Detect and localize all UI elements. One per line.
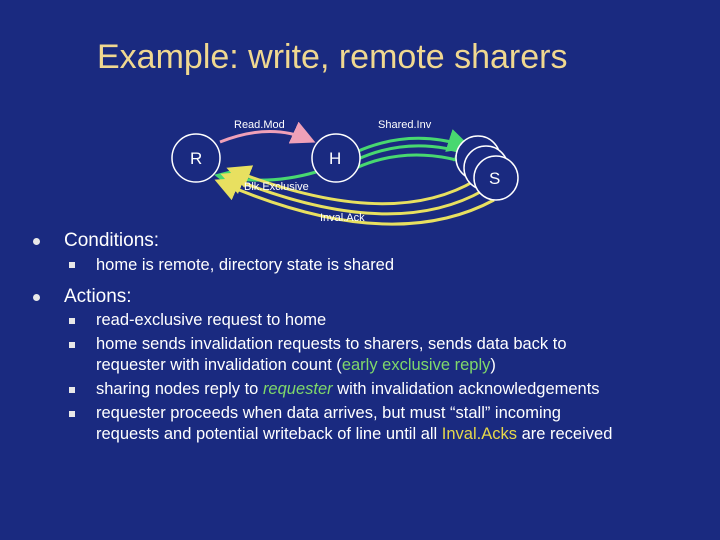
- inval-ack-arrow-2: [220, 171, 485, 216]
- actions-item-2-close: ): [490, 356, 496, 374]
- sharer-node-3: S: [473, 155, 519, 201]
- home-node: H: [311, 133, 361, 183]
- actions-item-4-line-1: requester proceeds when data arrives, bu…: [96, 404, 561, 422]
- bullet-square: [69, 318, 75, 324]
- actions-item-2-line-2: requester with invalidation count (early…: [96, 355, 496, 376]
- bullet-square: [69, 342, 75, 348]
- bullet-square: [69, 411, 75, 417]
- bullet-dot-conditions: [33, 238, 40, 245]
- actions-item-3-rest: with invalidation acknowledgements: [332, 380, 600, 398]
- actions-item-1: read-exclusive request to home: [96, 311, 327, 329]
- actions-heading: Actions:: [64, 286, 132, 307]
- early-exclusive-reply-highlight: early exclusive reply: [341, 356, 491, 374]
- actions-item-3: sharing nodes reply to requester with in…: [96, 379, 600, 400]
- requester-highlight: requester: [262, 380, 333, 398]
- actions-item-4-text: requests and potential writeback of line…: [96, 425, 442, 443]
- inval-acks-highlight: Inval.Acks: [441, 425, 517, 443]
- conditions-heading: Conditions:: [64, 230, 160, 251]
- bullet-dot-actions: [33, 294, 40, 301]
- actions-item-3-text: sharing nodes reply to: [96, 380, 263, 398]
- actions-item-4-line-2: requests and potential writeback of line…: [96, 424, 612, 445]
- read-mod-label: Read.Mod: [234, 119, 285, 131]
- inval-ack-arrow-1: [226, 165, 477, 206]
- svg-text:R: R: [190, 149, 202, 168]
- shared-inv-label: Shared.Inv: [378, 119, 432, 131]
- svg-text:H: H: [329, 149, 341, 168]
- inval-ack-arrow-3: [214, 178, 495, 226]
- requester-node: R: [171, 133, 221, 183]
- conditions-item: home is remote, directory state is share…: [96, 256, 395, 274]
- bullet-square: [69, 262, 75, 268]
- bullet-square: [69, 387, 75, 393]
- read-mod-arrow: [219, 121, 316, 144]
- actions-item-2-text: requester with invalidation count (: [96, 356, 342, 374]
- coherence-diagram: R H S S S Read.Mod Shared.Inv Blk.Exclus…: [171, 119, 519, 226]
- svg-text:S: S: [489, 169, 500, 188]
- inval-ack-label: Inval.Ack: [320, 212, 365, 224]
- actions-item-4-rest: are received: [517, 425, 613, 443]
- slide-title: Example: write, remote sharers: [97, 38, 568, 76]
- actions-item-2-line-1: home sends invalidation requests to shar…: [96, 335, 567, 353]
- blk-exclusive-label: Blk.Exclusive: [244, 181, 309, 193]
